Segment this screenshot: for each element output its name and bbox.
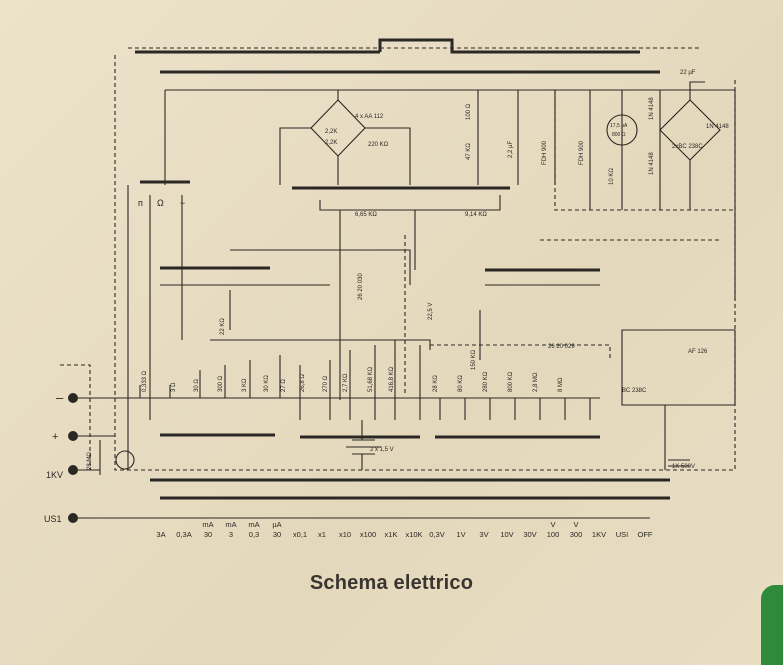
range-unit-label: µA [272, 520, 281, 529]
t-af126-label: AF 126 [688, 349, 708, 355]
range-position-label[interactable]: x100 [360, 530, 376, 539]
range-position-label[interactable]: OFF [638, 530, 653, 539]
range-position-label[interactable]: x10K [405, 530, 422, 539]
r-268-label: 26,8 Ω [300, 374, 306, 392]
r-5168-label: 51,68 KΩ [368, 366, 374, 392]
range-position-label[interactable]: x1K [385, 530, 398, 539]
range-unit-label: mA [225, 520, 236, 529]
r-800k-label: 800 KΩ [508, 371, 514, 392]
cap-22v-label: 22,5 V [428, 303, 434, 320]
r-28m-kv-label: 28 MΩ [87, 452, 93, 470]
range-unit-label: mA [248, 520, 259, 529]
r-300-label: 300 Ω [218, 375, 224, 392]
range-position-label[interactable]: 1KV [592, 530, 606, 539]
range-position-label[interactable]: 0,3 [249, 530, 259, 539]
range-position-label[interactable]: x10 [339, 530, 351, 539]
range-position-label[interactable]: 100 [547, 530, 560, 539]
r-0333-label: 0,333 Ω [142, 370, 148, 392]
r-150k-label: 150 KΩ [471, 349, 477, 370]
fdh-b-label: FDH 900 [579, 140, 585, 165]
r-280k-label: 280 KΩ [483, 371, 489, 392]
range-position-label[interactable]: 30V [523, 530, 536, 539]
tilde-label: ~ [180, 198, 185, 208]
d-1n4148-c-label: 1N 4148 [706, 124, 729, 130]
r-6k65-label: 6,65 KΩ [355, 212, 377, 218]
r-22k-label: 22 KΩ [220, 318, 226, 335]
r-27-label: 27 Ω [281, 379, 287, 392]
r-220k-label: 220 KΩ [368, 142, 389, 148]
range-unit-label: V [550, 520, 555, 529]
diagram-caption: Schema elettrico [309, 572, 474, 594]
t-bc238-label: BC 238C [622, 388, 647, 394]
cap-1k500-label: 1K 500V [672, 464, 695, 470]
range-position-label[interactable]: 300 [570, 530, 583, 539]
range-position-label[interactable]: 3V [479, 530, 488, 539]
d-1n4148-a-label: 1N 4148 [649, 97, 655, 120]
range-position-label[interactable]: 10V [500, 530, 513, 539]
r-30-label: 30 Ω [194, 379, 200, 392]
range-position-label[interactable]: 1V [456, 530, 465, 539]
aa112-label: 4 x AA 112 [355, 114, 384, 120]
minus-label: – [56, 390, 64, 405]
code-b-label: 26 20 029 [548, 344, 575, 350]
range-position-label[interactable]: 3 [229, 530, 233, 539]
sq-label: Ω [157, 198, 164, 208]
range-position-label[interactable]: 0,3A [176, 530, 191, 539]
range-position-label[interactable]: 3A [156, 530, 165, 539]
d-1n4148-b-label: 1N 4148 [649, 152, 655, 175]
r-3k-label: 3 KΩ [242, 378, 248, 392]
kv-label: 1KV [46, 470, 63, 480]
r-10k-label: 10 KΩ [609, 168, 615, 185]
r-9k14-label: 9,14 KΩ [465, 212, 487, 218]
terminal-group: – + 1KV US1 п Ω ~ [44, 198, 185, 524]
r-3-label: 3 Ω [171, 382, 177, 392]
range-unit-label: mA [202, 520, 213, 529]
range-position-label[interactable]: USI [616, 530, 629, 539]
r-270-label: 270 Ω [323, 375, 329, 392]
kv-terminal[interactable] [68, 465, 78, 475]
range-position-label[interactable]: 30 [204, 530, 212, 539]
plus-terminal[interactable] [68, 431, 78, 441]
range-position-label[interactable]: x1 [318, 530, 326, 539]
battery-label: 2 x 1,5 V [370, 447, 394, 453]
range-position-label[interactable]: 0,3V [429, 530, 444, 539]
r-28m-label: 2,8 MΩ [533, 372, 539, 392]
minus-terminal[interactable] [68, 393, 78, 403]
range-position-label[interactable]: 30 [273, 530, 281, 539]
cap-2u2-label: 2,2 µF [508, 141, 514, 158]
r-28k-label: 28 KΩ [433, 375, 439, 392]
plus-label: + [52, 431, 58, 443]
r-80k-label: 80 KΩ [458, 375, 464, 392]
r-100-label: 100 Ω [466, 103, 472, 120]
usi-label: US1 [44, 514, 62, 524]
component-labels: 22 µF 4 x AA 112 2,2K 2,2K 220 KΩ 100 Ω … [87, 70, 729, 470]
r-27k-label: 2,7 KΩ [343, 373, 349, 392]
usi-terminal[interactable] [68, 513, 78, 523]
r-4168-label: 416,8 KΩ [389, 366, 395, 392]
green-page-edge [761, 585, 783, 665]
meter-a-label: 17,5 µA [610, 123, 628, 129]
meter-b-label: 800 Ω [612, 132, 626, 138]
r-2k2-a-label: 2,2K [325, 129, 337, 135]
code-a-label: 26 20 030 [358, 273, 364, 300]
p-label: п [138, 198, 143, 208]
r-2k2-b-label: 2,2K [325, 140, 337, 146]
cap-22uf-label: 22 µF [680, 70, 696, 76]
range-unit-label: V [573, 520, 578, 529]
r-8m-label: 8 MΩ [558, 377, 564, 392]
r-47k-label: 47 KΩ [466, 143, 472, 160]
t-2xbc238-label: 2xBC 238C [672, 144, 703, 150]
fdh-a-label: FDH 900 [542, 140, 548, 165]
r-30k-label: 30 KΩ [264, 375, 270, 392]
range-position-label[interactable]: x0,1 [293, 530, 307, 539]
